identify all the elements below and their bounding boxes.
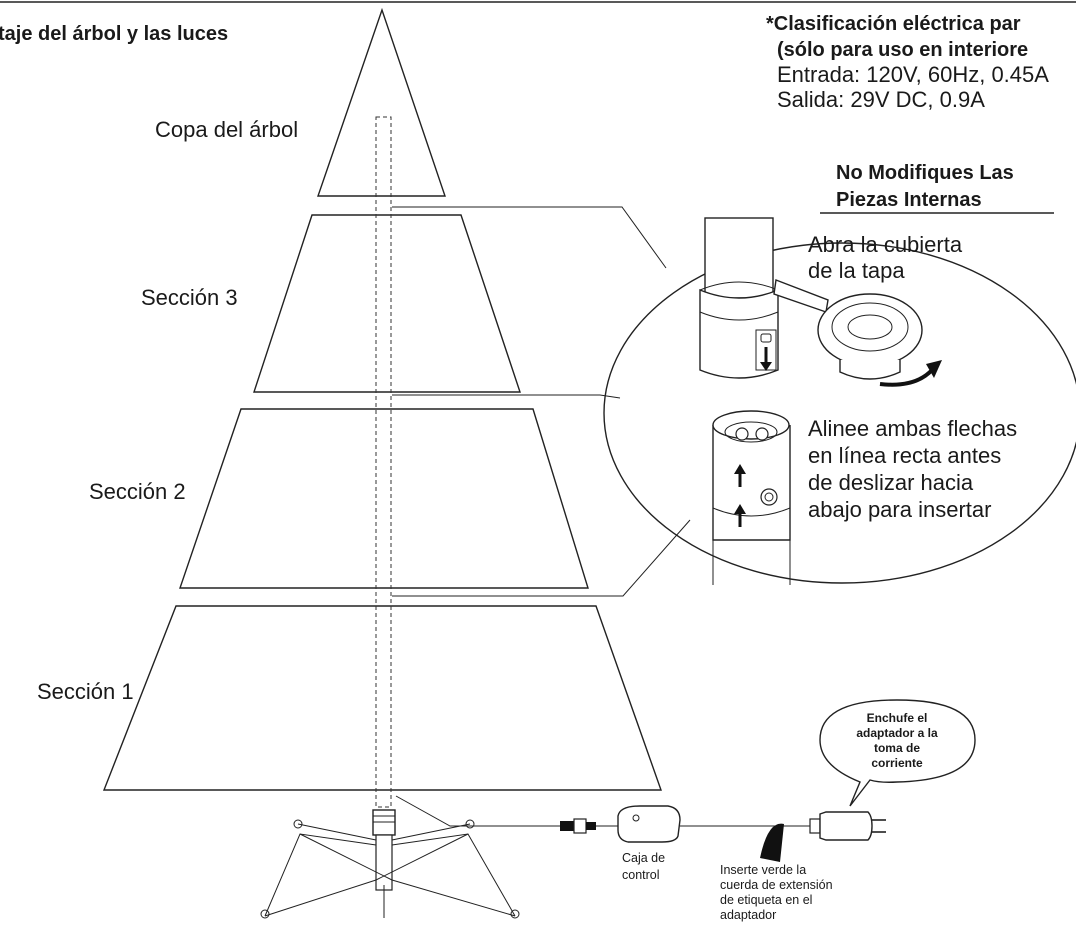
speech-bubble — [819, 699, 976, 807]
pole-connector-illustration — [712, 410, 791, 585]
callout-line-bottom — [392, 519, 691, 597]
control-box-label-line1: Caja de — [622, 851, 665, 865]
tree-section-2 — [179, 408, 589, 589]
warning-line1: No Modifiques Las — [836, 162, 1014, 184]
detail-ellipse — [603, 242, 1076, 584]
bubble-line1: Enchufe el — [867, 711, 928, 725]
power-wire-1 — [395, 795, 560, 827]
warning-line2: Piezas Internas — [836, 189, 982, 211]
tree-section-3 — [253, 214, 521, 393]
open-cap-line1: Abra la cubierta — [808, 232, 963, 257]
control-box-label-line2: control — [622, 868, 660, 882]
spec-title: *Clasificación eléctrica par — [766, 13, 1021, 35]
label-section-2: Sección 2 — [89, 479, 186, 504]
plug-icon — [809, 811, 886, 841]
insert-note-line2: cuerda de extensión — [720, 878, 833, 892]
align-line1: Alinee ambas flechas — [808, 416, 1017, 441]
label-top: Copa del árbol — [155, 117, 298, 142]
callout-line-top — [392, 206, 667, 269]
tree-stand — [260, 809, 520, 919]
spec-subtitle: (sólo para uso en interiore — [777, 39, 1028, 61]
central-pole — [375, 116, 392, 808]
tree-section-1 — [102, 605, 662, 791]
rotate-arrow-icon — [879, 360, 942, 387]
insert-note-line1: Inserte verde la — [720, 863, 806, 877]
extension-tag — [760, 823, 784, 862]
bubble-line4: corriente — [871, 756, 923, 770]
bubble-line3: toma de — [874, 741, 920, 755]
page-title: taje del árbol y las luces — [0, 23, 228, 45]
arrow-down-icon — [760, 347, 772, 371]
tree-top-section — [317, 7, 446, 197]
label-section-3: Sección 3 — [141, 285, 238, 310]
insert-note-line4: adaptador — [720, 908, 776, 922]
callout-line-mid — [392, 394, 621, 399]
bubble-line2: adaptador a la — [856, 726, 938, 740]
insert-note-line3: de etiqueta en el — [720, 893, 812, 907]
align-line4: abajo para insertar — [808, 497, 991, 522]
control-box — [617, 805, 681, 843]
align-line3: de deslizar hacia — [808, 470, 974, 495]
align-line2: en línea recta antes — [808, 443, 1001, 468]
spec-output: Salida: 29V DC, 0.9A — [777, 87, 985, 112]
connector-plug — [560, 818, 596, 834]
label-section-1: Sección 1 — [37, 679, 134, 704]
arrow-up-icon — [734, 464, 746, 527]
open-cap-line2: de la tapa — [808, 258, 905, 283]
spec-input: Entrada: 120V, 60Hz, 0.45A — [777, 62, 1049, 87]
